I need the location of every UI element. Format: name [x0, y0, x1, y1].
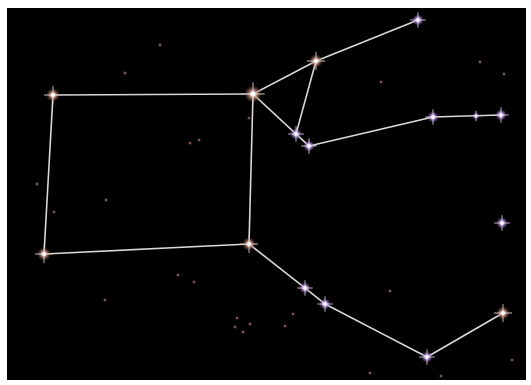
constellation-line-s2-s5: [253, 61, 316, 94]
faint-star: [176, 273, 180, 277]
faint-star: [379, 80, 383, 84]
star-s16: [494, 304, 512, 322]
star-s13: [317, 296, 333, 312]
faint-star: [368, 371, 372, 375]
star-s11: [494, 215, 510, 231]
star-s15: [471, 111, 481, 121]
faint-star: [235, 316, 239, 320]
faint-star: [478, 60, 482, 64]
faint-star: [52, 210, 56, 214]
constellation-line-s5-s7: [296, 61, 316, 134]
constellation-line-s5-s6: [316, 20, 418, 61]
faint-star: [241, 330, 245, 334]
constellation-line-s3-s4: [44, 244, 249, 254]
faint-star: [103, 298, 107, 302]
faint-star: [197, 138, 201, 142]
faint-star: [248, 322, 252, 326]
faint-star: [247, 116, 251, 120]
background-stars: [35, 43, 514, 378]
faint-star: [439, 374, 443, 378]
constellation-line-s14-s16: [427, 313, 503, 357]
faint-star: [192, 280, 196, 284]
star-s12: [297, 280, 313, 296]
faint-star: [188, 141, 192, 145]
faint-star: [123, 71, 127, 75]
faint-star: [283, 324, 287, 328]
star-s6: [410, 12, 426, 28]
faint-star: [291, 312, 295, 316]
constellation-line-s4-s12: [249, 244, 305, 288]
constellation-line-s13-s14: [325, 304, 427, 357]
star-s1: [44, 86, 62, 104]
constellation-line-s8-s9: [309, 117, 433, 146]
faint-star: [388, 289, 392, 293]
constellation-lines: [44, 20, 503, 357]
faint-star: [158, 43, 162, 47]
constellation-line-s1-s3: [44, 95, 53, 254]
faint-star: [104, 198, 108, 202]
star-s14: [419, 349, 435, 365]
faint-star: [233, 325, 237, 329]
faint-star: [502, 72, 506, 76]
constellation-line-s9-s10: [433, 115, 501, 117]
star-s5: [307, 52, 325, 70]
constellation-stars: [35, 12, 512, 365]
faint-star: [35, 182, 39, 186]
star-s4: [240, 235, 258, 253]
star-s3: [35, 245, 53, 263]
night-sky-canvas: [7, 8, 526, 380]
constellation-line-s1-s2: [53, 94, 253, 95]
faint-star: [510, 358, 514, 362]
star-s9: [425, 109, 441, 125]
constellation-chart: [7, 8, 526, 380]
star-s10: [493, 107, 509, 123]
